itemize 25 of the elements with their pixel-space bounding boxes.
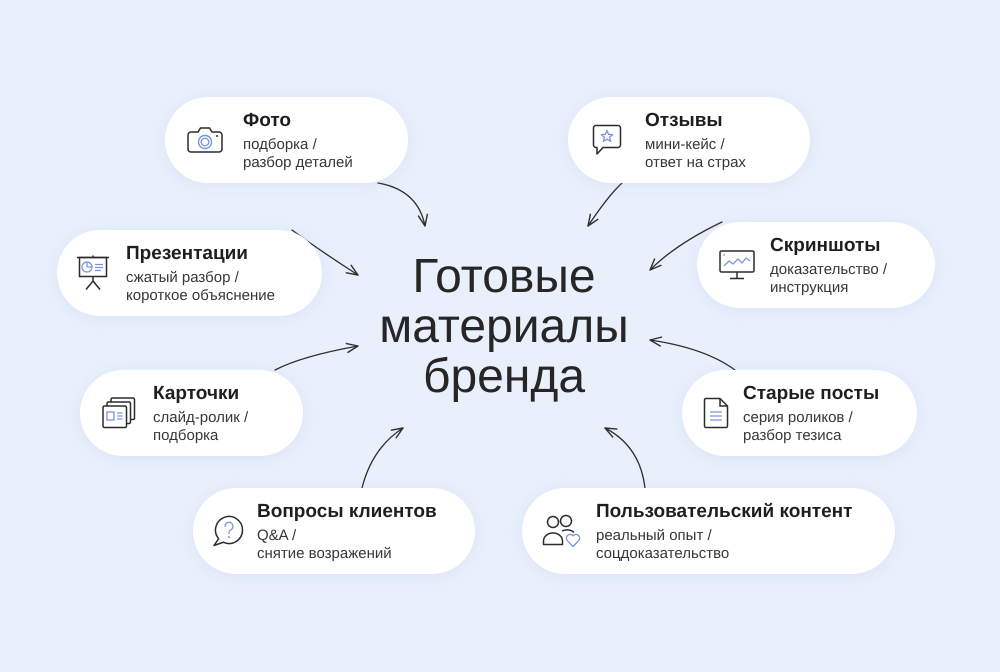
card-subtitle: мини-кейс / ответ на страх	[645, 136, 746, 172]
card-title: Карточки	[153, 382, 240, 406]
curved-arrow	[274, 342, 359, 371]
card-subtitle: реальный опыт / соцдоказательство	[596, 526, 730, 562]
curved-arrow	[604, 427, 646, 489]
card-title: Скриншоты	[770, 234, 880, 258]
card-title: Пользовательский контент	[596, 500, 852, 524]
curved-arrow	[649, 336, 736, 371]
curved-arrow	[587, 182, 623, 227]
card-subtitle: Q&A / снятие возражений	[257, 526, 392, 562]
card-title: Отзывы	[645, 108, 723, 132]
card-subtitle: слайд-ролик / подборка	[153, 408, 248, 444]
curved-arrow	[361, 427, 404, 489]
curved-arrow	[377, 182, 428, 227]
curved-arrow	[649, 221, 723, 271]
card-title: Презентации	[126, 242, 248, 266]
card-subtitle: сжатый разбор / короткое объяснение	[126, 268, 275, 304]
curved-arrow	[291, 229, 359, 276]
card-subtitle: подборка / разбор деталей	[243, 136, 353, 172]
card-subtitle: доказательство / инструкция	[770, 260, 888, 296]
card-title: Вопросы клиентов	[257, 500, 437, 524]
card-title: Фото	[243, 108, 292, 132]
card-subtitle: серия роликов / разбор тезиса	[743, 408, 853, 444]
card-title: Старые посты	[743, 382, 880, 406]
center-title: Готовые материалы бренда	[379, 252, 629, 402]
